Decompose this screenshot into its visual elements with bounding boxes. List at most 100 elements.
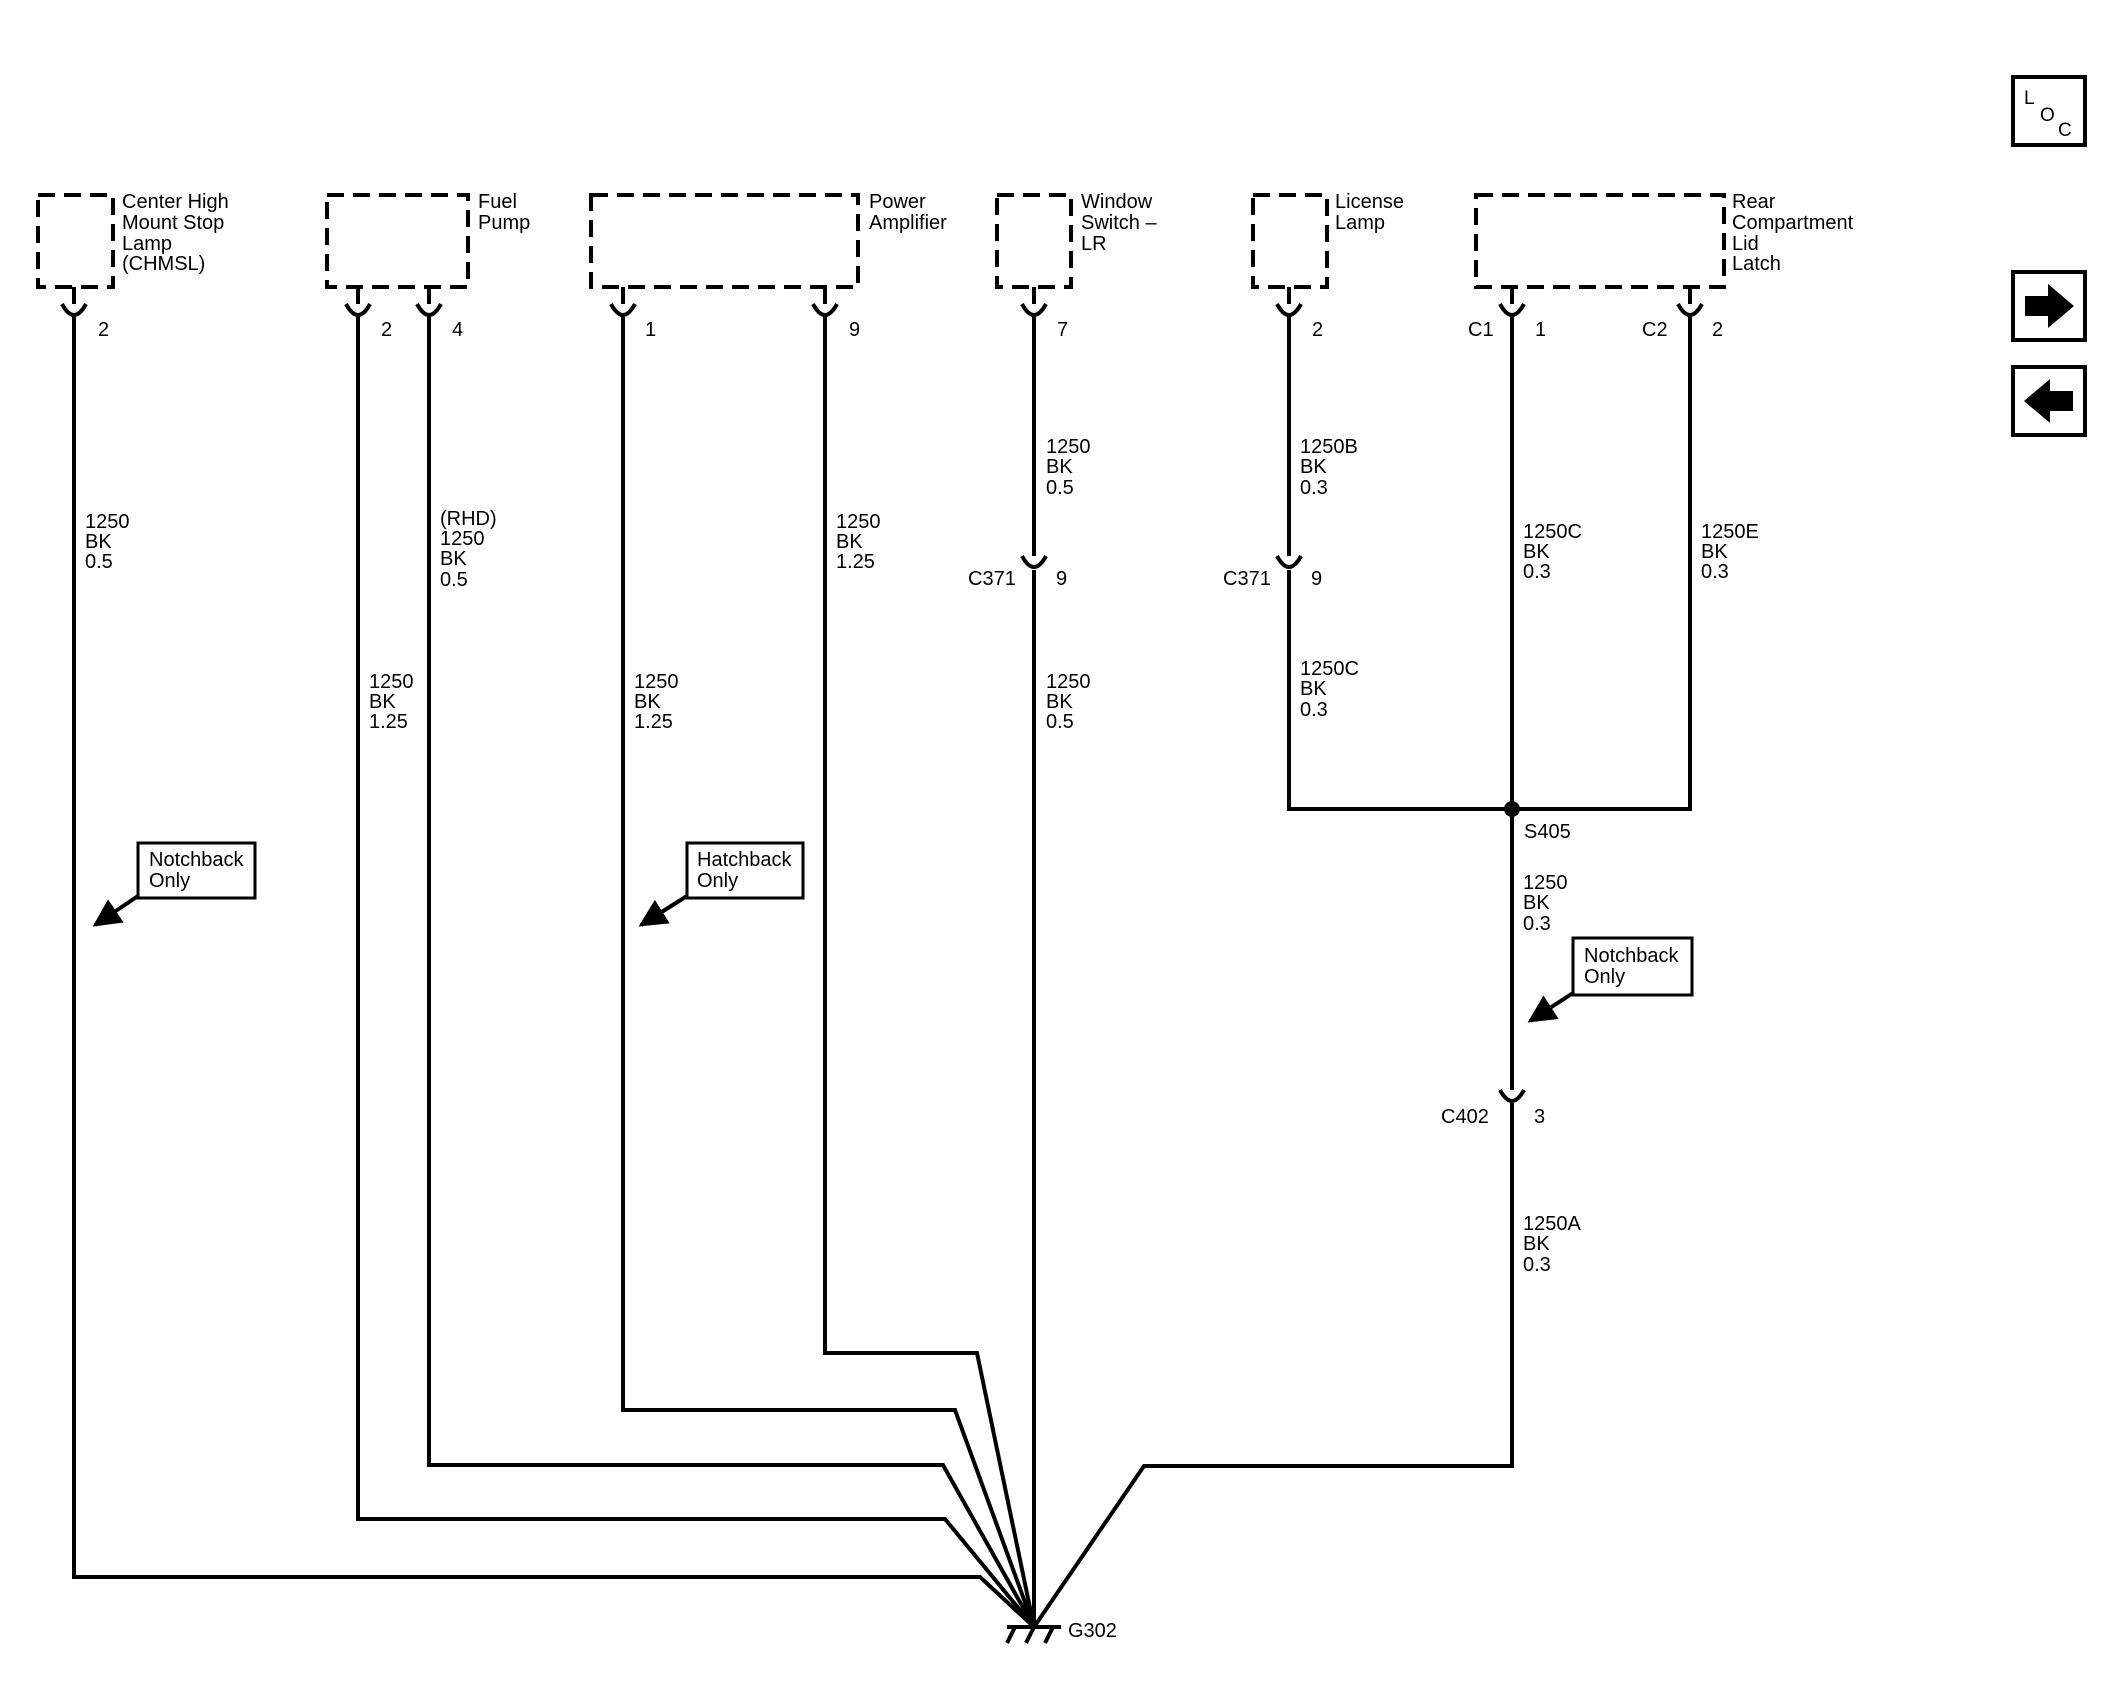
loc-button[interactable]: L O C <box>2011 75 2087 147</box>
svg-text:1250: 1250 <box>1523 872 1568 894</box>
svg-text:1250C: 1250C <box>1300 658 1359 680</box>
svg-text:BK: BK <box>1046 691 1073 713</box>
amp-pin-9-wire <box>823 314 1036 1628</box>
wires <box>72 314 1692 1629</box>
svg-text:4: 4 <box>452 319 463 341</box>
svg-text:1250B: 1250B <box>1300 436 1358 458</box>
svg-text:Pump: Pump <box>478 212 530 234</box>
svg-text:C402: C402 <box>1441 1106 1489 1128</box>
svg-text:9: 9 <box>1056 568 1067 590</box>
svg-text:Hatchback: Hatchback <box>697 849 792 871</box>
wire-label-amp-pin-1: 1250 BK 1.25 <box>634 671 679 733</box>
loc-letter-o: O <box>2040 105 2055 126</box>
svg-text:BK: BK <box>1046 456 1073 478</box>
svg-text:1: 1 <box>1535 319 1546 341</box>
svg-text:BK: BK <box>836 531 863 553</box>
amp-pin-1-wire <box>621 314 1036 1628</box>
svg-text:LR: LR <box>1081 233 1107 255</box>
connector-labels: C371 9 C371 9 C402 3 <box>968 568 1545 1128</box>
svg-text:0.3: 0.3 <box>1523 561 1551 583</box>
wire-label-window-lower: 1250 BK 0.5 <box>1046 671 1091 733</box>
svg-text:1250: 1250 <box>1046 436 1091 458</box>
svg-text:BK: BK <box>1523 892 1550 914</box>
svg-text:Mount Stop: Mount Stop <box>122 212 224 234</box>
chmsl-component-box <box>36 193 115 289</box>
c402-out-wire <box>1032 1103 1514 1629</box>
svg-text:0.3: 0.3 <box>1701 561 1729 583</box>
loc-letter-l: L <box>2024 88 2035 109</box>
svg-text:Only: Only <box>149 870 190 892</box>
chmsl-wire <box>72 314 1036 1629</box>
svg-text:0.3: 0.3 <box>1300 699 1328 721</box>
forward-button[interactable] <box>2011 270 2087 342</box>
svg-text:1250: 1250 <box>369 671 414 693</box>
chmsl-pin-connector <box>60 287 88 317</box>
license-lower-wire <box>1287 570 1512 811</box>
svg-text:0.5: 0.5 <box>1046 711 1074 733</box>
svg-text:BK: BK <box>1701 541 1728 563</box>
amp-pin-1-connector <box>609 287 637 317</box>
license-pin-connector <box>1275 287 1303 317</box>
svg-text:C371: C371 <box>968 568 1016 590</box>
svg-text:Compartment: Compartment <box>1732 212 1854 234</box>
note-chmsl-notchback: Notchback Only <box>92 841 257 927</box>
svg-text:1.25: 1.25 <box>369 711 408 733</box>
svg-text:0.3: 0.3 <box>1300 477 1328 499</box>
fuel-pin-2-connector <box>344 287 372 317</box>
wire-label-latch-c2: 1250E BK 0.3 <box>1701 521 1759 583</box>
inline-connector-c402 <box>1498 1078 1526 1103</box>
splice-s405-dot <box>1504 801 1520 817</box>
wire-label-latch-c1: 1250C BK 0.3 <box>1523 521 1582 583</box>
svg-text:2: 2 <box>381 319 392 341</box>
fuel-pump-label: Fuel Pump <box>478 191 530 234</box>
wire-label-license-upper: 1250B BK 0.3 <box>1300 436 1358 499</box>
license-lamp-component-box <box>1251 193 1329 289</box>
svg-text:1.25: 1.25 <box>634 711 673 733</box>
back-button[interactable] <box>2011 365 2087 437</box>
svg-text:1: 1 <box>645 319 656 341</box>
ground-label: G302 <box>1068 1620 1117 1642</box>
wire-label-license-lower: 1250C BK 0.3 <box>1300 658 1359 721</box>
svg-text:1250: 1250 <box>85 511 130 533</box>
svg-text:C1: C1 <box>1468 319 1494 341</box>
svg-text:Amplifier: Amplifier <box>869 212 947 234</box>
svg-text:0.3: 0.3 <box>1523 1254 1551 1276</box>
wire-label-splice-out: 1250 BK 0.3 <box>1523 872 1568 935</box>
wire-label-window-upper: 1250 BK 0.5 <box>1046 436 1091 499</box>
latch-c2-pin-connector <box>1676 287 1704 317</box>
latch-c1-pin-connector <box>1498 287 1526 317</box>
svg-text:BK: BK <box>634 691 661 713</box>
window-switch-label: Window Switch – LR <box>1081 191 1157 255</box>
svg-text:BK: BK <box>1300 456 1327 478</box>
svg-text:0.3: 0.3 <box>1523 913 1551 935</box>
ground-g302-symbol <box>1005 1625 1061 1644</box>
inline-connector-license-c371 <box>1275 545 1303 569</box>
wire-label-amp-pin-9: 1250 BK 1.25 <box>836 511 881 573</box>
svg-text:1250C: 1250C <box>1523 521 1582 543</box>
fuel-pin-4-wire <box>427 314 1036 1628</box>
right-arrow-icon <box>2025 284 2074 328</box>
svg-text:1250: 1250 <box>1046 671 1091 693</box>
svg-text:9: 9 <box>849 319 860 341</box>
svg-text:3: 3 <box>1534 1106 1545 1128</box>
rear-latch-component-box <box>1474 193 1726 289</box>
svg-text:1.25: 1.25 <box>836 551 875 573</box>
splice-label: S405 <box>1524 821 1571 843</box>
svg-text:BK: BK <box>369 691 396 713</box>
inline-connector-window-c371 <box>1020 545 1048 569</box>
license-lamp-label: License Lamp <box>1335 191 1404 234</box>
svg-text:Lamp: Lamp <box>1335 212 1385 234</box>
chmsl-label: Center High Mount Stop Lamp (CHMSL) <box>122 191 229 275</box>
left-arrow-icon <box>2024 379 2073 423</box>
amp-pin-9-connector <box>811 287 839 317</box>
svg-text:(RHD): (RHD) <box>440 508 497 530</box>
svg-text:C2: C2 <box>1642 319 1668 341</box>
svg-text:2: 2 <box>98 319 109 341</box>
latch-c2-wire <box>1512 314 1692 811</box>
svg-text:9: 9 <box>1311 568 1322 590</box>
svg-text:2: 2 <box>1712 319 1723 341</box>
rear-latch-label: Rear Compartment Lid Latch <box>1732 191 1854 275</box>
wire-label-fuel-pin-4: (RHD) 1250 BK 0.5 <box>440 508 497 591</box>
svg-text:Latch: Latch <box>1732 253 1781 275</box>
loc-letter-c: C <box>2058 120 2072 141</box>
